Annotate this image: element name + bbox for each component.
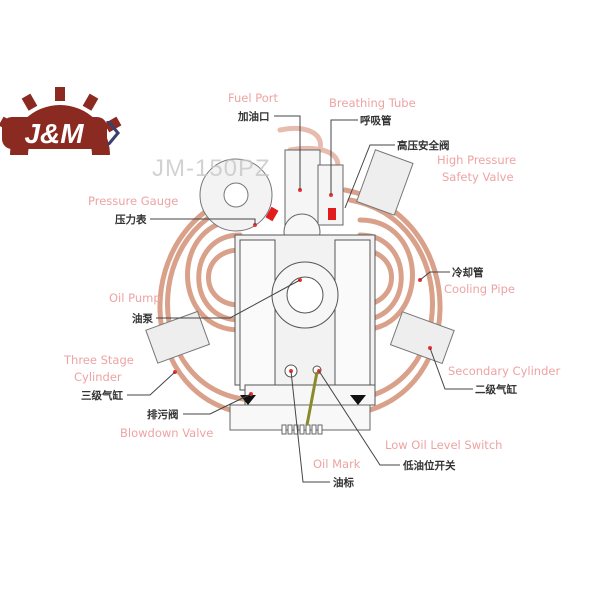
label-oil-mark-en: Oil Mark xyxy=(313,457,361,471)
leader-three-stage xyxy=(127,371,176,396)
label-fuel-port-en: Fuel Port xyxy=(228,91,278,105)
label-three-stage-zh: 三级气缸 xyxy=(81,390,123,402)
label-safety-valve-zh: 高压安全阀 xyxy=(397,140,450,152)
label-pressure-gauge-en: Pressure Gauge xyxy=(88,194,179,208)
label-blowdown-valve-en: Blowdown Valve xyxy=(120,426,214,440)
label-three-stage-en-2: Cylinder xyxy=(74,370,122,384)
leader-breathing-tube xyxy=(330,119,358,195)
leader-cooling-pipe xyxy=(419,271,450,281)
label-oil-pump-zh: 油泵 xyxy=(132,313,153,325)
label-low-oil-switch-zh: 低油位开关 xyxy=(403,460,456,472)
label-pressure-gauge-zh: 压力表 xyxy=(115,214,147,226)
model-watermark: JM-150PZ xyxy=(152,155,271,182)
label-safety-valve-en-1: High Pressure xyxy=(437,153,517,167)
leader-safety-valve xyxy=(344,144,395,209)
leader-secondary xyxy=(429,347,473,390)
label-cooling-pipe-zh: 冷却管 xyxy=(452,267,484,279)
label-secondary-cylinder-en: Secondary Cylinder xyxy=(448,364,561,378)
jm-logo: J&M xyxy=(0,87,122,155)
label-safety-valve-en-2: Safety Valve xyxy=(442,170,514,184)
leader-pressure-gauge xyxy=(150,218,256,225)
label-fuel-port-zh: 加油口 xyxy=(238,111,270,123)
leader-oil-pump xyxy=(156,279,301,319)
label-breathing-tube-zh: 呼吸管 xyxy=(360,115,392,127)
leader-oil-mark xyxy=(290,370,330,483)
label-three-stage-en-1: Three Stage xyxy=(64,353,134,367)
leader-fuel-port xyxy=(274,115,301,190)
logo-text: J&M xyxy=(24,118,84,149)
label-secondary-cylinder-zh: 二级气缸 xyxy=(475,384,517,396)
leader-low-oil xyxy=(318,370,400,466)
label-oil-mark-zh: 油标 xyxy=(333,477,354,489)
label-oil-pump-en: Oil Pump xyxy=(109,291,161,305)
label-blowdown-valve-zh: 排污阀 xyxy=(147,409,179,421)
leader-blowdown xyxy=(183,393,252,415)
label-cooling-pipe-en: Cooling Pipe xyxy=(444,282,515,296)
label-low-oil-switch-en: Low Oil Level Switch xyxy=(385,438,503,452)
label-breathing-tube-en: Breathing Tube xyxy=(329,96,416,110)
